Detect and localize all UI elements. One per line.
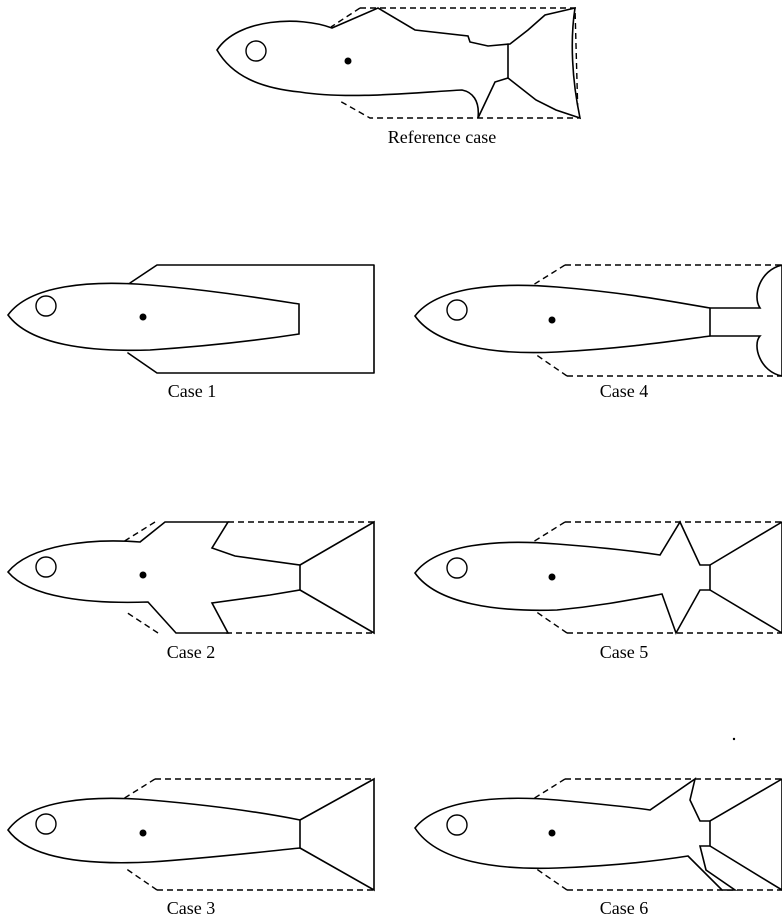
case-5-fish-body [415,522,782,633]
reference-eye [246,41,266,61]
case-1-center-of-mass-dot [140,314,147,321]
case-4-figure: Case 4 [415,265,782,401]
case-1-eye [36,296,56,316]
case-5-eye [447,558,467,578]
case-1-figure: Case 1 [8,265,374,401]
case-6-eye [447,815,467,835]
stray-mark [733,738,735,740]
case-4-center-of-mass-dot [549,317,556,324]
case-3-fish-body [8,779,374,890]
case-2-figure: Case 2 [8,522,374,662]
case-4-label: Case 4 [600,381,649,401]
reference-case-label: Reference case [388,127,496,147]
case-2-label: Case 2 [167,642,216,662]
case-5-figure: Case 5 [415,522,782,662]
case-6-fish-body [415,779,782,890]
case-5-center-of-mass-dot [549,574,556,581]
case-2-fish-body [8,522,374,633]
case-4-fish-body [415,265,782,376]
case-6-figure: Case 6 [415,779,782,918]
case-2-center-of-mass-dot [140,572,147,579]
case-6-label: Case 6 [600,898,649,918]
case-2-eye [36,557,56,577]
case-4-eye [447,300,467,320]
case-3-label: Case 3 [167,898,216,918]
case-3-eye [36,814,56,834]
case-6-center-of-mass-dot [549,830,556,837]
case-3-center-of-mass-dot [140,830,147,837]
reference-center-of-mass-dot [345,58,352,65]
case-1-fish-body [8,283,299,350]
case-3-figure: Case 3 [8,779,374,918]
reference-case-figure: Reference case [217,8,580,147]
case-5-label: Case 5 [600,642,649,662]
reference-fish-body [217,8,580,118]
case-1-label: Case 1 [168,381,217,401]
